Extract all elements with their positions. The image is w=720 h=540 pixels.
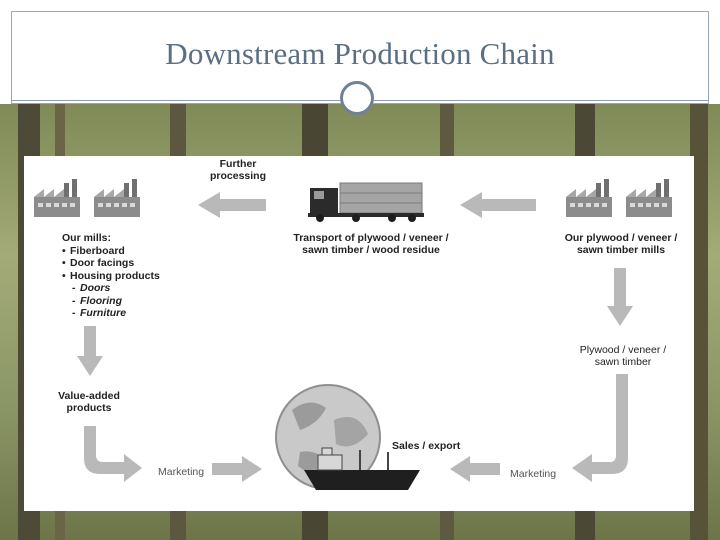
ship-icon xyxy=(304,447,420,490)
title-rule-right xyxy=(374,100,709,101)
arrow-down-icon xyxy=(77,326,103,376)
marketing-right-label: Marketing xyxy=(510,468,557,480)
truck-icon xyxy=(308,182,424,222)
title-ring-ornament xyxy=(340,81,374,115)
mill-factory-icon xyxy=(34,179,80,217)
title-rule-left xyxy=(11,100,340,101)
tree-trunk xyxy=(690,104,708,540)
plywood-factory-icon xyxy=(626,179,672,217)
plywood-mills-label: Our plywood / veneer / sawn timber mills xyxy=(564,232,678,256)
list-subitem: -Flooring xyxy=(72,294,122,307)
list-item: •Housing products xyxy=(62,269,160,282)
plywood-product-label: Plywood / veneer / sawn timber xyxy=(579,344,667,368)
globe-icon xyxy=(275,384,381,490)
sales-export-label: Sales / export xyxy=(392,440,461,452)
list-item: •Door facings xyxy=(62,257,135,269)
our-mills-heading: Our mills: xyxy=(62,232,112,244)
list-subitem: -Furniture xyxy=(72,307,127,319)
arrow-right-icon xyxy=(212,456,262,482)
plywood-factory-icon xyxy=(566,179,612,217)
mill-factory-icon xyxy=(94,179,140,217)
curved-arrow-icon xyxy=(84,426,142,482)
value-added-label: Value-added products xyxy=(58,390,120,414)
arrow-left-icon xyxy=(198,192,266,218)
transport-label: Transport of plywood / veneer / sawn tim… xyxy=(293,232,449,256)
marketing-left-label: Marketing xyxy=(158,466,205,478)
slide-title: Downstream Production Chain xyxy=(165,36,555,71)
further-processing-label: Further processing xyxy=(209,158,267,182)
arrow-down-icon xyxy=(607,268,633,326)
list-item: •Fiberboard xyxy=(62,244,125,257)
arrow-left-icon xyxy=(450,456,500,482)
list-subitem: -Doors xyxy=(72,282,111,294)
curved-arrow-icon xyxy=(572,374,628,482)
our-mills-list: Our mills: •Fiberboard •Door facings •Ho… xyxy=(62,232,160,320)
arrow-left-icon xyxy=(460,192,536,218)
